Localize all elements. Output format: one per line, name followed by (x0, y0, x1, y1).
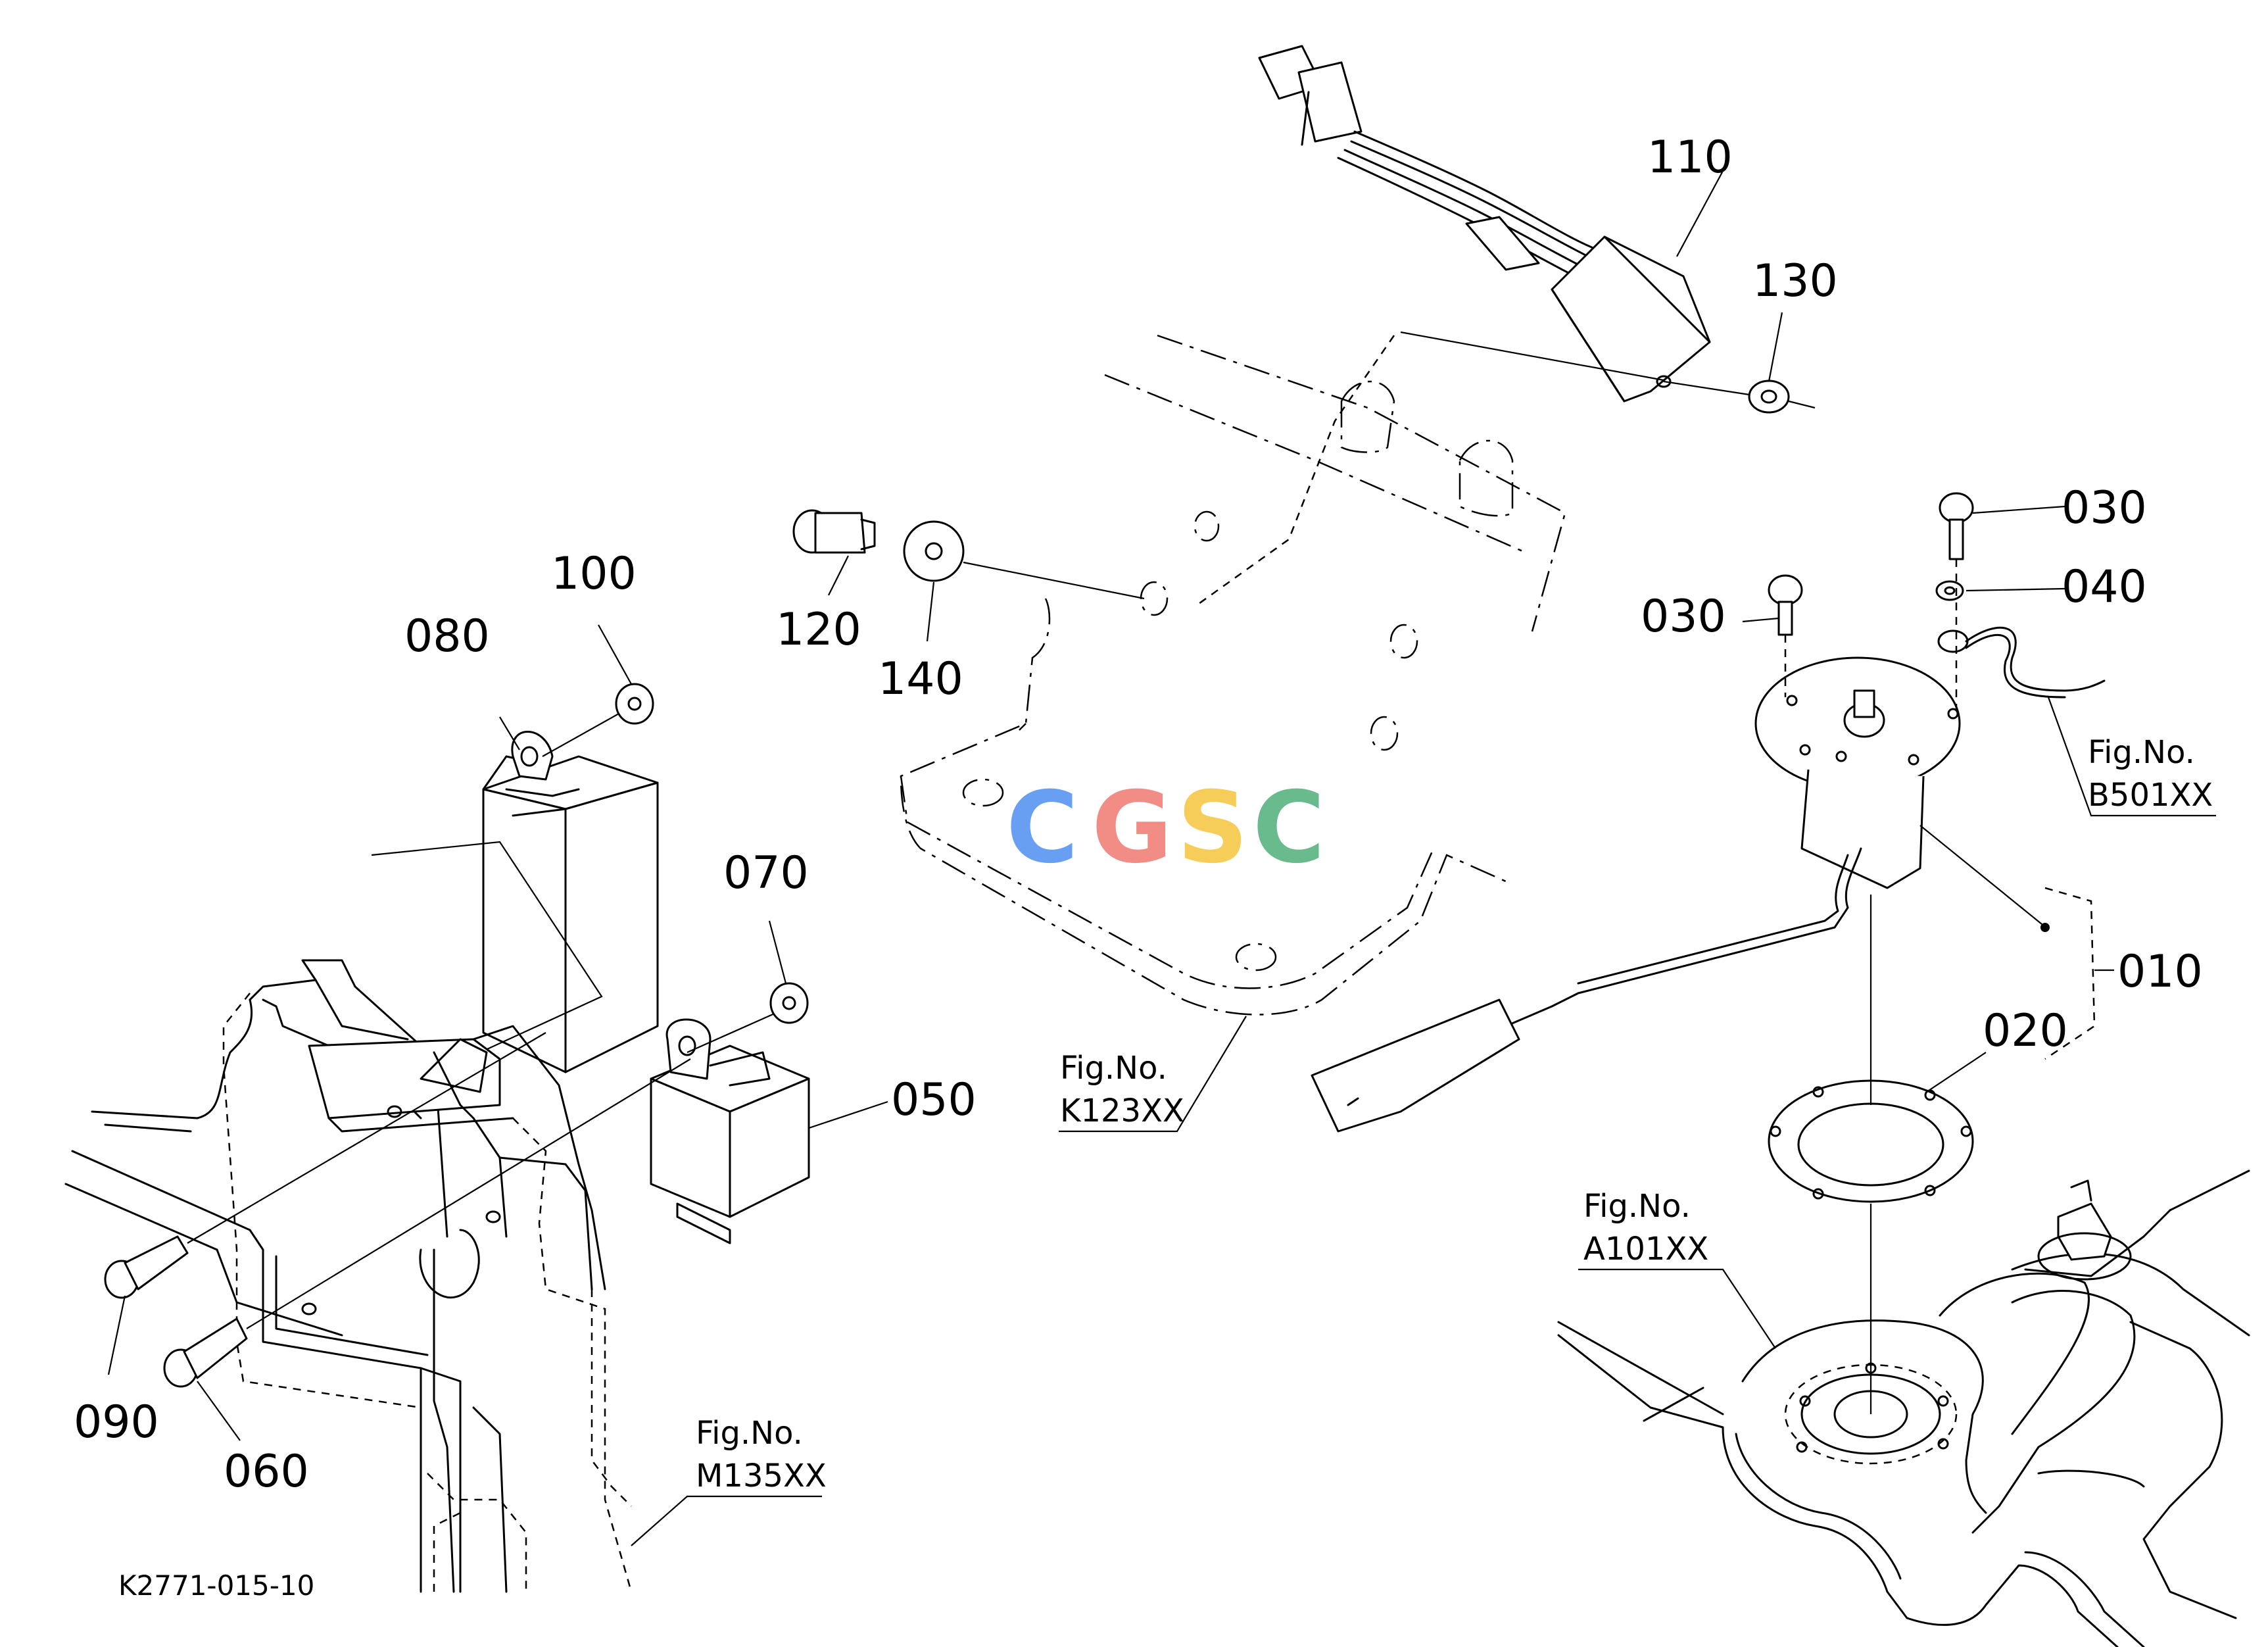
fuel-sender-010 (1311, 656, 1961, 1133)
leader-b501 (2047, 697, 2216, 817)
nut-070 (769, 982, 809, 1024)
document-code: K2771-015-10 (118, 1569, 314, 1602)
fig-ref-m135: Fig.No. M135XX (696, 1415, 827, 1494)
fig-ref-m135-line2: M135XX (696, 1458, 827, 1494)
watermark-letter-2: G (1092, 771, 1172, 885)
leader-140 (926, 581, 935, 642)
part-label-100: 100 (551, 548, 637, 600)
leader-050 (808, 1100, 888, 1129)
leader-120 (828, 555, 849, 596)
relay-080 (482, 731, 659, 1073)
fig-ref-b501-line1: Fig.No. (2088, 734, 2195, 771)
leader-m135 (631, 1495, 822, 1546)
leader-a101 (1578, 1268, 1776, 1349)
leader-040 (1966, 587, 2065, 592)
fig-ref-k123-line1: Fig.No. (1060, 1050, 1167, 1087)
part-label-050: 050 (891, 1074, 977, 1126)
bolt-060 (163, 1317, 248, 1388)
fig-ref-k123: Fig.No. K123XX (1060, 1050, 1184, 1129)
fuel-tank-a101 (1557, 1169, 2250, 1647)
part-label-030-left: 030 (1641, 591, 1726, 643)
terminal-wire (1937, 626, 2106, 699)
screw-030-right (1939, 492, 1974, 560)
fig-ref-b501: Fig.No. B501XX (2088, 734, 2213, 814)
part-label-080: 080 (404, 610, 490, 662)
leader-110 (1676, 170, 1724, 257)
relay-050 (650, 1018, 810, 1244)
fig-ref-a101: Fig.No. A101XX (1583, 1188, 1708, 1267)
part-label-020: 020 (1983, 1005, 2068, 1057)
leader-080-mount (371, 841, 603, 1053)
part-label-140: 140 (878, 653, 963, 705)
bolt-120 (792, 509, 876, 554)
washer-140 (903, 520, 965, 582)
washer-040 (1935, 580, 1964, 601)
watermark-letter-3: S (1177, 771, 1248, 885)
leader-060-axis (246, 1058, 691, 1329)
fig-ref-a101-line2: A101XX (1583, 1231, 1708, 1267)
leader-k123 (1059, 1016, 1247, 1133)
leader-030-right (1972, 505, 2065, 514)
leader-130 (1768, 312, 1783, 382)
watermark-letter-1: C (1006, 771, 1078, 885)
nut-100 (615, 683, 654, 725)
leader-010-dot (2040, 923, 2050, 932)
leader-140-frame (963, 561, 1145, 600)
fig-ref-a101-line1: Fig.No. (1583, 1188, 1691, 1225)
part-label-060: 060 (224, 1446, 309, 1498)
leader-030-left (1742, 617, 1779, 623)
leader-100 (598, 624, 632, 685)
leader-080-100 (542, 710, 625, 757)
part-label-070: 070 (723, 847, 809, 899)
bolt-090 (104, 1235, 189, 1299)
leader-050-070 (687, 1012, 777, 1054)
watermark-logo: C G S C (1006, 771, 1325, 885)
gasket-020 (1768, 1079, 1974, 1203)
fig-ref-b501-line2: B501XX (2088, 777, 2213, 814)
frame-bracket-k123 (900, 334, 1566, 1016)
leader-060 (197, 1381, 241, 1441)
leader-090-axis (187, 1032, 546, 1244)
watermark-letter-4: C (1253, 771, 1325, 885)
screw-030-left (1768, 574, 1803, 636)
fig-ref-m135-line1: Fig.No. (696, 1415, 803, 1452)
leader-010-a (1919, 825, 2042, 925)
part-label-120: 120 (776, 604, 861, 656)
leader-090 (107, 1295, 126, 1375)
wire-harness-110 (1258, 45, 1711, 403)
leader-frame-110 (1400, 331, 1664, 381)
leader-080 (499, 716, 520, 750)
mounting-bracket-m135 (64, 959, 633, 1593)
nut-130 (1748, 380, 1816, 414)
fig-ref-k123-line2: K123XX (1060, 1093, 1184, 1129)
leader-070 (768, 920, 787, 984)
part-label-110: 110 (1647, 132, 1733, 184)
part-label-130: 130 (1752, 255, 1838, 307)
leader-020 (1926, 1052, 1987, 1093)
part-label-030-right: 030 (2062, 482, 2147, 534)
leader-110-130 (1663, 380, 1750, 396)
part-label-040: 040 (2062, 561, 2147, 613)
part-label-090: 090 (74, 1396, 159, 1448)
part-label-010: 010 (2117, 946, 2203, 998)
